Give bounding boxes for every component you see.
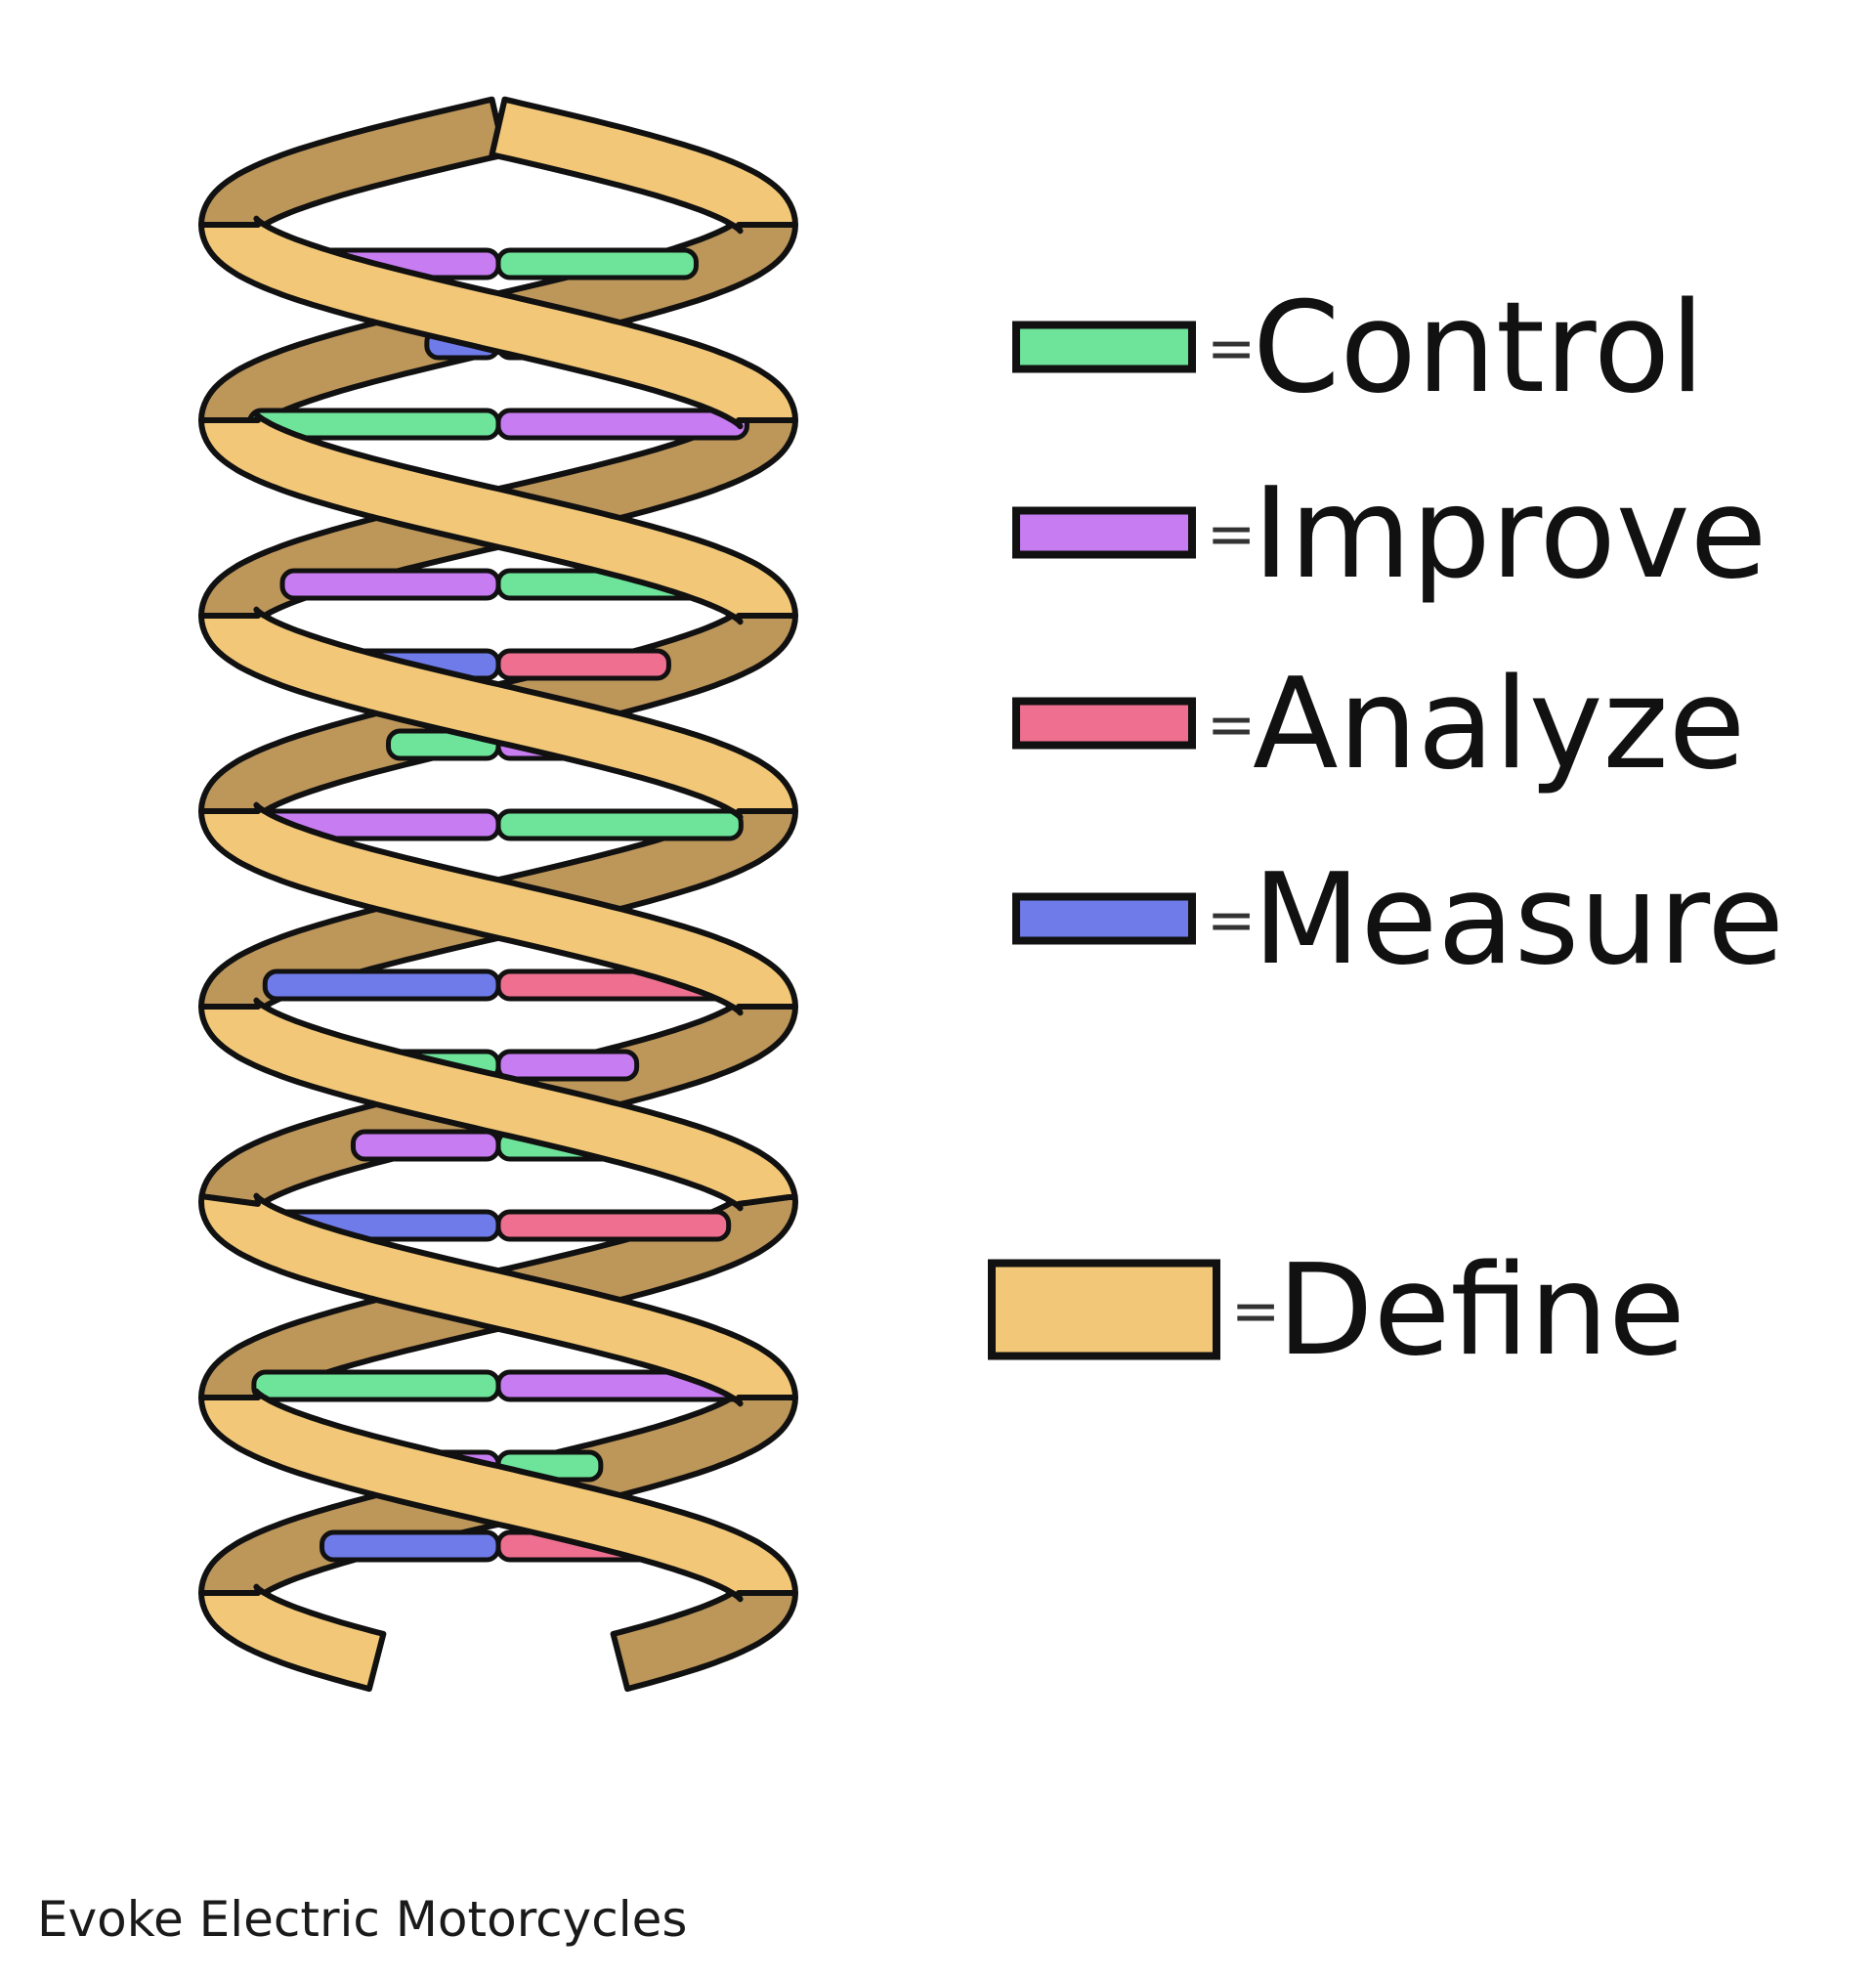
legend-equals: = <box>1207 500 1256 569</box>
helix-front-strand <box>198 1192 798 1407</box>
base-pair-improve <box>495 408 749 441</box>
helix-front-strand <box>198 1583 387 1693</box>
legend-label-control: Control <box>1253 276 1705 421</box>
legend-equals: = <box>1231 1277 1280 1346</box>
helix-front-strand <box>198 410 798 625</box>
base-pair-control <box>495 808 744 841</box>
legend-item-analyze: =Analyze <box>1012 652 1745 797</box>
helix-front-strand <box>198 606 798 821</box>
helix-front-strand <box>489 96 798 235</box>
legend-item-control: =Control <box>1012 276 1705 421</box>
helix-front-strand <box>198 801 798 1016</box>
legend-equals: = <box>1207 886 1256 955</box>
base-pairs <box>247 247 749 1563</box>
helix-front-strand <box>198 1388 798 1603</box>
base-pair-improve <box>279 568 501 601</box>
legend-item-improve: =Improve <box>1012 461 1767 607</box>
legend-equals: = <box>1207 691 1256 759</box>
legend-equals: = <box>1207 315 1256 383</box>
legend-item-measure: =Measure <box>1012 847 1784 993</box>
legend-swatch-define <box>988 1259 1220 1360</box>
legend-label-measure: Measure <box>1253 847 1784 993</box>
helix-back-strand <box>198 96 508 235</box>
legend: =Control=Improve=Analyze=Measure=Define <box>988 276 1784 1384</box>
dna-helix <box>198 96 798 1693</box>
helix-back-strand <box>610 1583 798 1693</box>
legend-swatch-improve <box>1012 506 1196 559</box>
base-pair-measure <box>320 1529 501 1563</box>
legend-swatch-measure <box>1012 892 1196 945</box>
legend-label-define: Define <box>1277 1238 1685 1384</box>
legend-item-define: =Define <box>988 1238 1685 1384</box>
base-pair-measure <box>262 968 501 1002</box>
base-pair-improve <box>495 1049 640 1082</box>
legend-label-analyze: Analyze <box>1253 652 1745 797</box>
helix-front-strand <box>198 215 798 430</box>
footer-credit: Evoke Electric Motorcycles <box>37 1891 688 1948</box>
base-pair-improve <box>350 1129 501 1162</box>
helix-front-strand <box>198 997 798 1212</box>
legend-label-improve: Improve <box>1253 461 1767 607</box>
base-pair-control <box>251 1369 501 1402</box>
legend-swatch-analyze <box>1012 697 1196 750</box>
legend-swatch-control <box>1012 321 1196 373</box>
base-pair-analyze <box>495 1209 732 1242</box>
base-pair-analyze <box>495 648 671 681</box>
base-pair-control <box>495 247 699 280</box>
